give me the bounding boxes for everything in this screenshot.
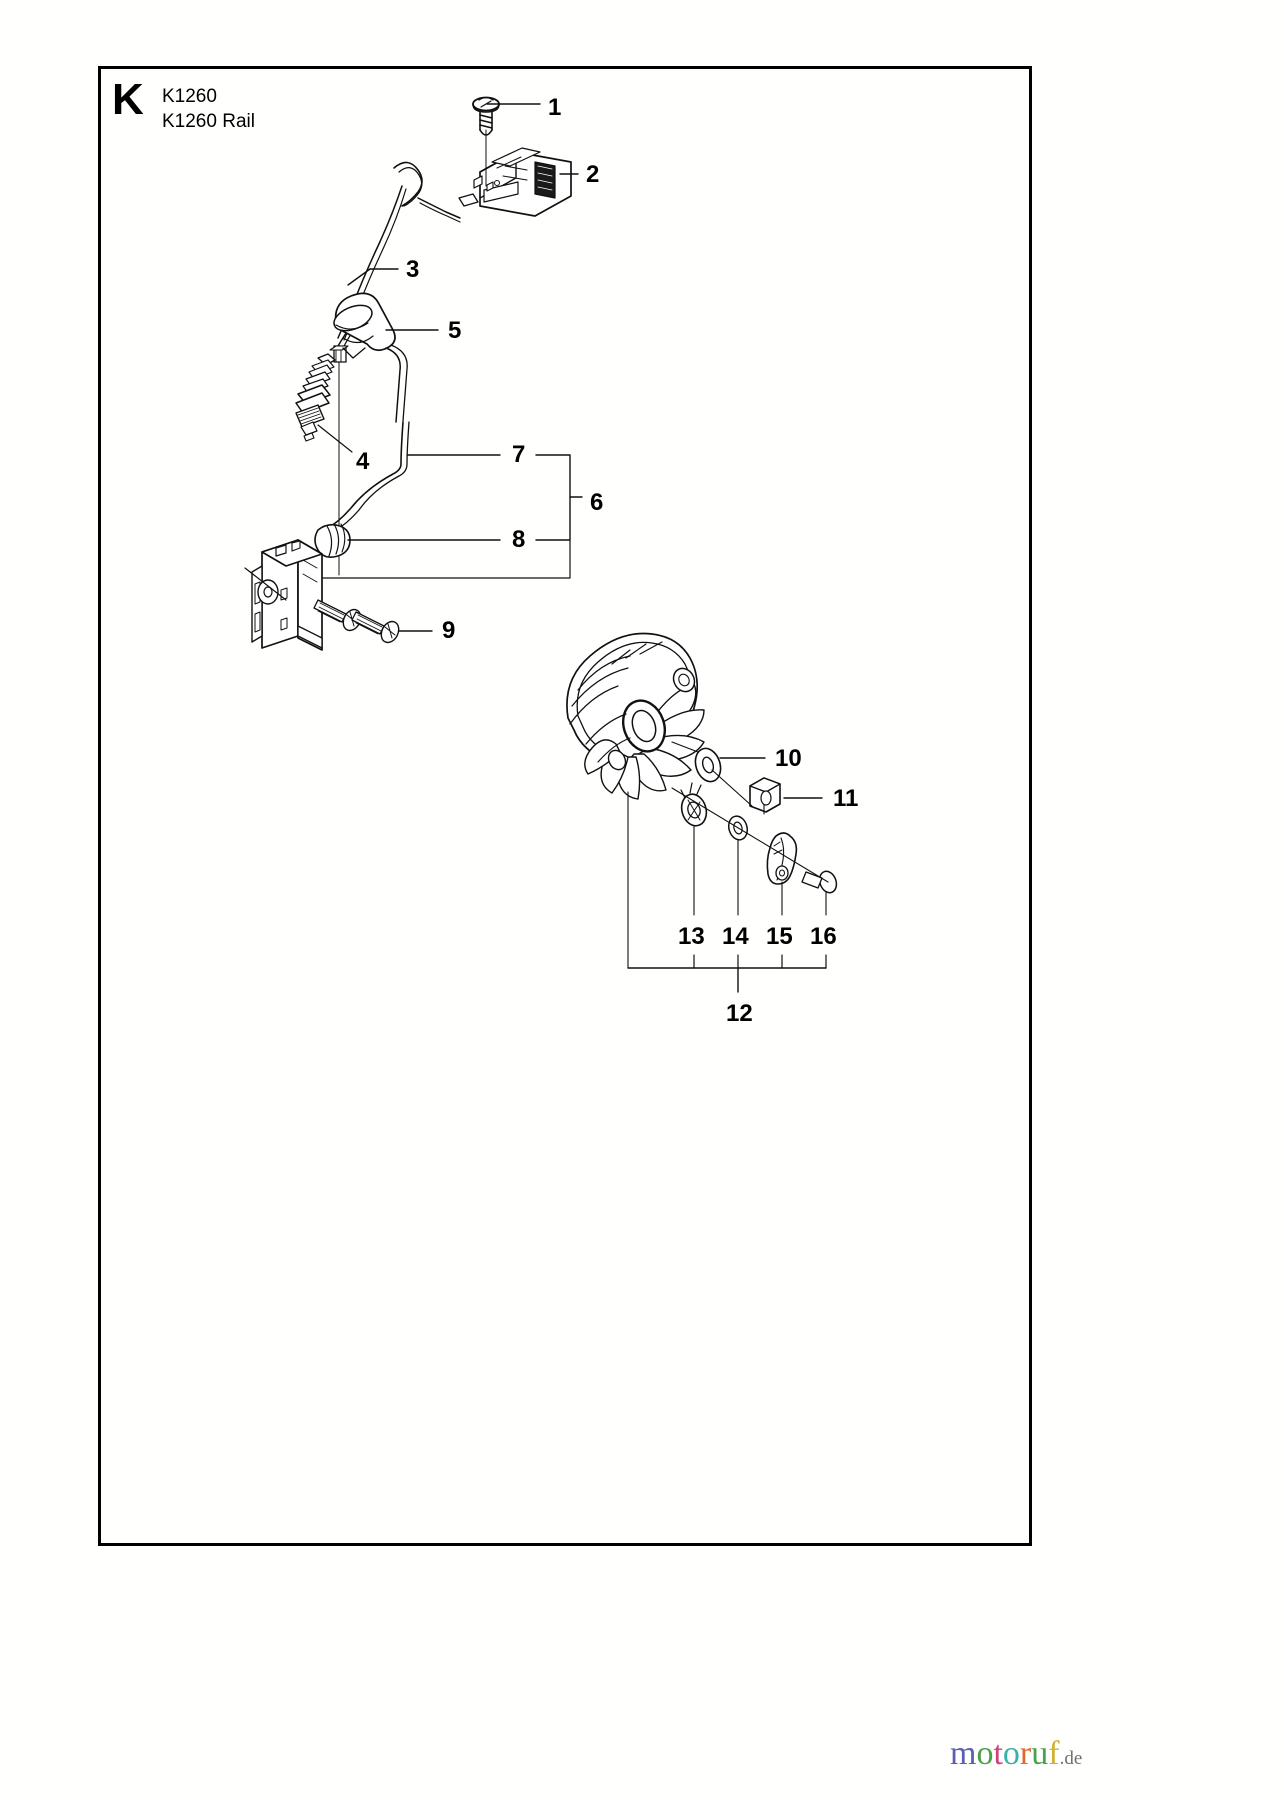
watermark-letter-4: r — [1019, 1735, 1032, 1772]
part-ht-lead-7 — [324, 421, 410, 533]
watermark-letter-6: f — [1048, 1735, 1060, 1772]
watermark-letter-5: u — [1031, 1735, 1049, 1772]
model-name-2: K1260 Rail — [162, 111, 255, 132]
watermark-suffix: .de — [1059, 1748, 1083, 1769]
watermark-letter-0: m — [950, 1735, 977, 1772]
callout-7: 7 — [512, 441, 526, 468]
part-screw-1 — [472, 96, 500, 136]
callout-1: 1 — [548, 94, 562, 121]
callout-13: 13 — [678, 923, 705, 950]
model-list: K1260 K1260 Rail — [162, 84, 255, 134]
part-ignition-coil-module — [251, 539, 323, 651]
part-lead-grommet-8 — [314, 523, 351, 558]
part-spark-plug-boot-5 — [333, 292, 408, 423]
part-flywheel-washer-10 — [694, 747, 722, 783]
callout-6: 6 — [590, 489, 604, 516]
callout-3: 3 — [406, 256, 420, 283]
part-flywheel-nut-11 — [749, 777, 781, 815]
callout-9: 9 — [442, 617, 456, 644]
callout-10: 10 — [775, 745, 802, 772]
part-starter-pawl-15 — [766, 832, 798, 885]
watermark: motoruf.de — [950, 1735, 1082, 1773]
callout-15: 15 — [766, 923, 793, 950]
model-name-1: K1260 — [162, 86, 217, 107]
callout-16: 16 — [810, 923, 837, 950]
bracket-ignition-assembly-6 — [535, 454, 583, 541]
callout-12: 12 — [726, 1000, 753, 1027]
section-letter: K — [112, 75, 144, 124]
watermark-letter-1: o — [976, 1735, 994, 1772]
part-flywheel — [566, 632, 705, 800]
callout-11: 11 — [833, 785, 859, 812]
part-stop-switch-2 — [473, 147, 572, 217]
part-spring-washer-13 — [680, 782, 708, 827]
callout-14: 14 — [722, 923, 749, 950]
part-pawl-rivet-16 — [801, 870, 838, 894]
part-spark-plug-4 — [295, 353, 336, 442]
watermark-letter-3: o — [1002, 1735, 1020, 1772]
part-wire-harness-3 — [329, 161, 479, 576]
callout-2: 2 — [586, 161, 600, 188]
callout-8: 8 — [512, 526, 526, 553]
callout-4: 4 — [356, 448, 370, 475]
part-coil-screws-9 — [313, 599, 400, 644]
diagram-header: K K1260 K1260 Rail — [112, 78, 432, 148]
callout-5: 5 — [448, 317, 462, 344]
bracket-pawl-kit-12 — [627, 954, 827, 993]
watermark-letter-2: t — [993, 1735, 1003, 1772]
diagram-frame — [98, 66, 1032, 1546]
